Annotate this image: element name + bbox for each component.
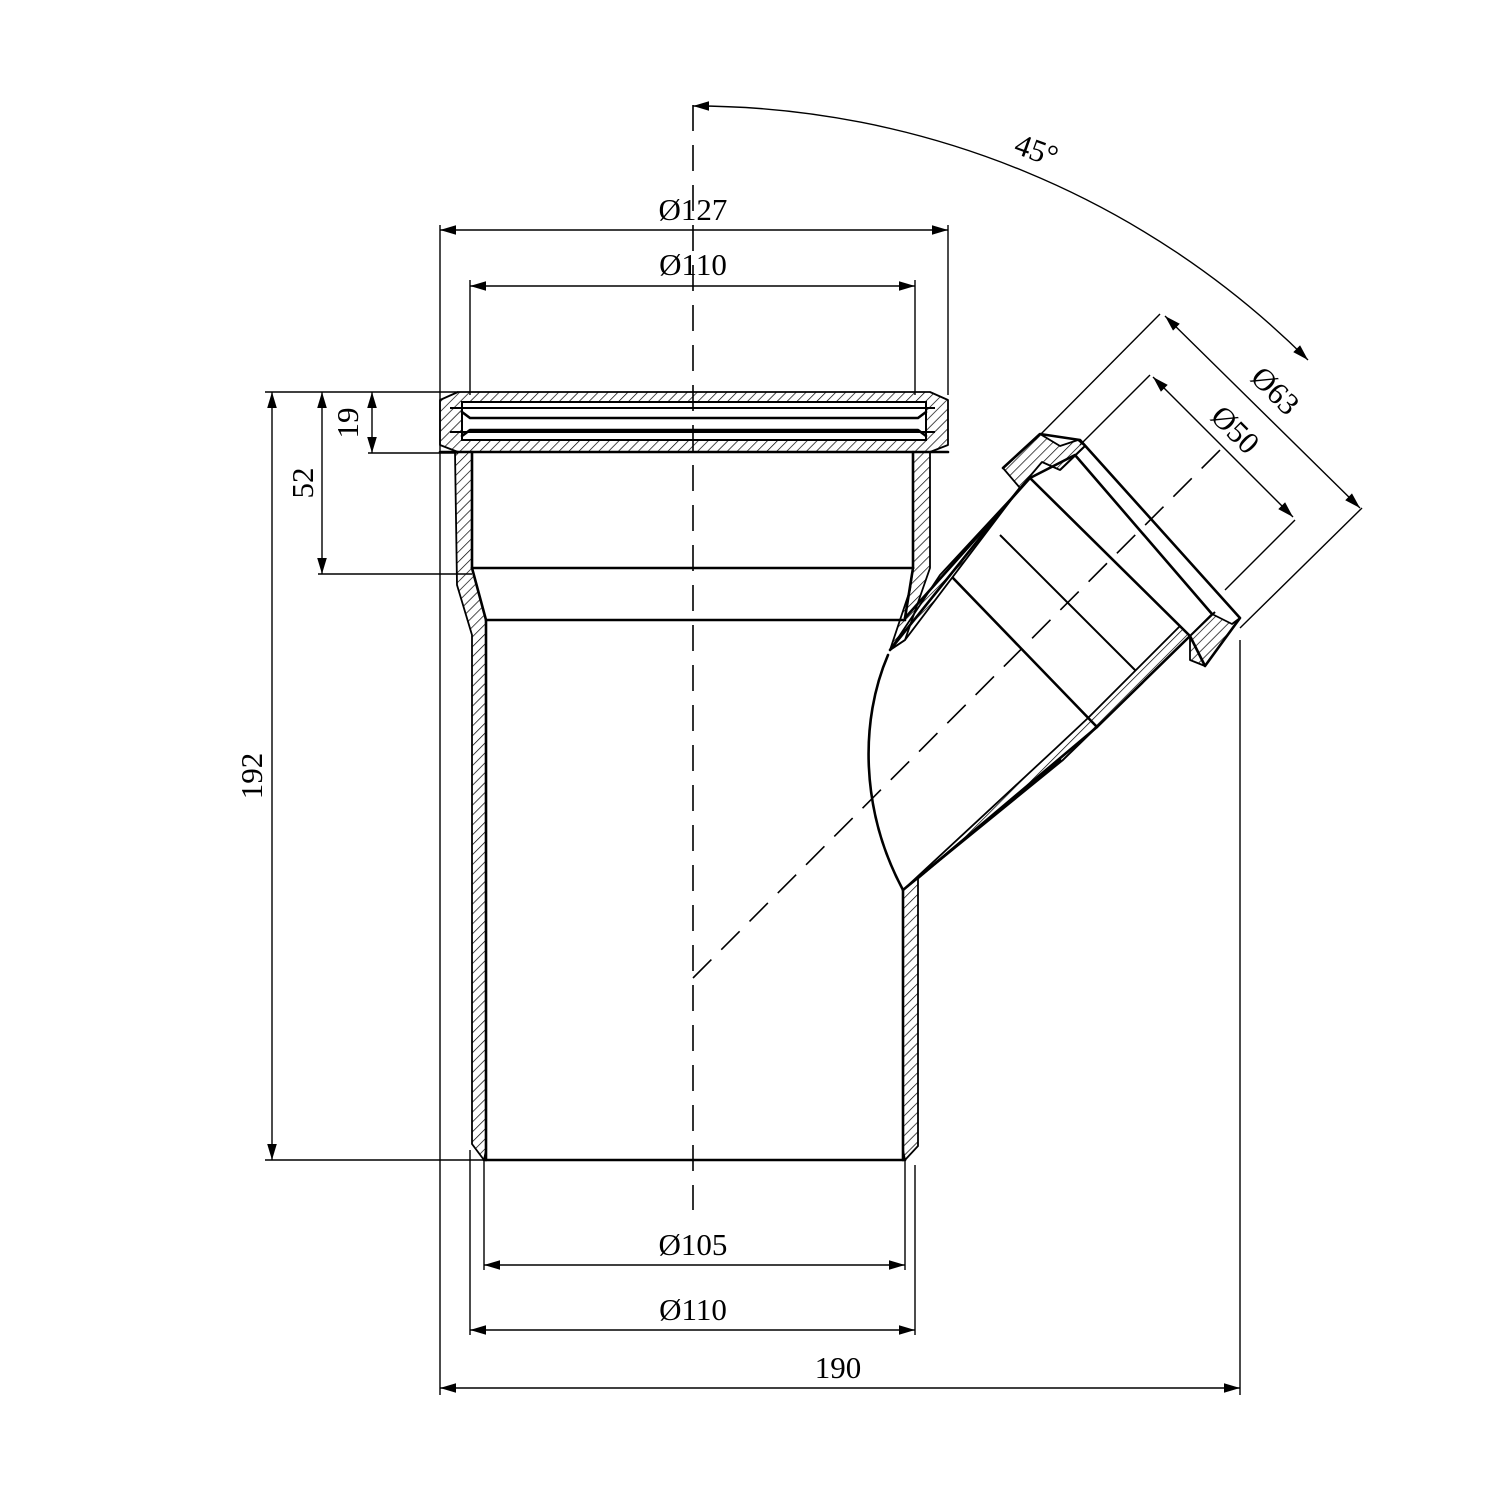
label-overall-height: 192 bbox=[234, 753, 269, 800]
left-wall-socket bbox=[454, 451, 487, 1161]
branch-intersection-curve bbox=[867, 653, 905, 892]
top-socket-seal bbox=[438, 391, 950, 454]
label-socket-depth: 52 bbox=[285, 468, 320, 499]
branch-pipe bbox=[867, 432, 1242, 892]
label-branch-angle: 45° bbox=[1010, 126, 1063, 174]
dimension-lines bbox=[265, 101, 1363, 1395]
label-socket-outer-diameter: Ø127 bbox=[659, 192, 728, 227]
label-branch-outer-diameter: Ø63 bbox=[1244, 359, 1307, 422]
label-overall-width: 190 bbox=[815, 1350, 862, 1385]
branch-lower-wall bbox=[902, 625, 1191, 891]
label-spigot-inner-diameter: Ø105 bbox=[659, 1227, 728, 1262]
label-seal-ring-height: 19 bbox=[330, 408, 365, 439]
main-pipe-body bbox=[454, 450, 931, 1162]
dimension-labels: Ø127 Ø110 Ø105 Ø110 190 192 52 19 Ø63 Ø5… bbox=[234, 126, 1307, 1385]
branch-seal-socket bbox=[1002, 433, 1086, 489]
label-socket-inner-diameter: Ø110 bbox=[659, 247, 727, 282]
label-spigot-outer-diameter: Ø110 bbox=[659, 1292, 727, 1327]
right-wall-lower bbox=[902, 877, 919, 1161]
